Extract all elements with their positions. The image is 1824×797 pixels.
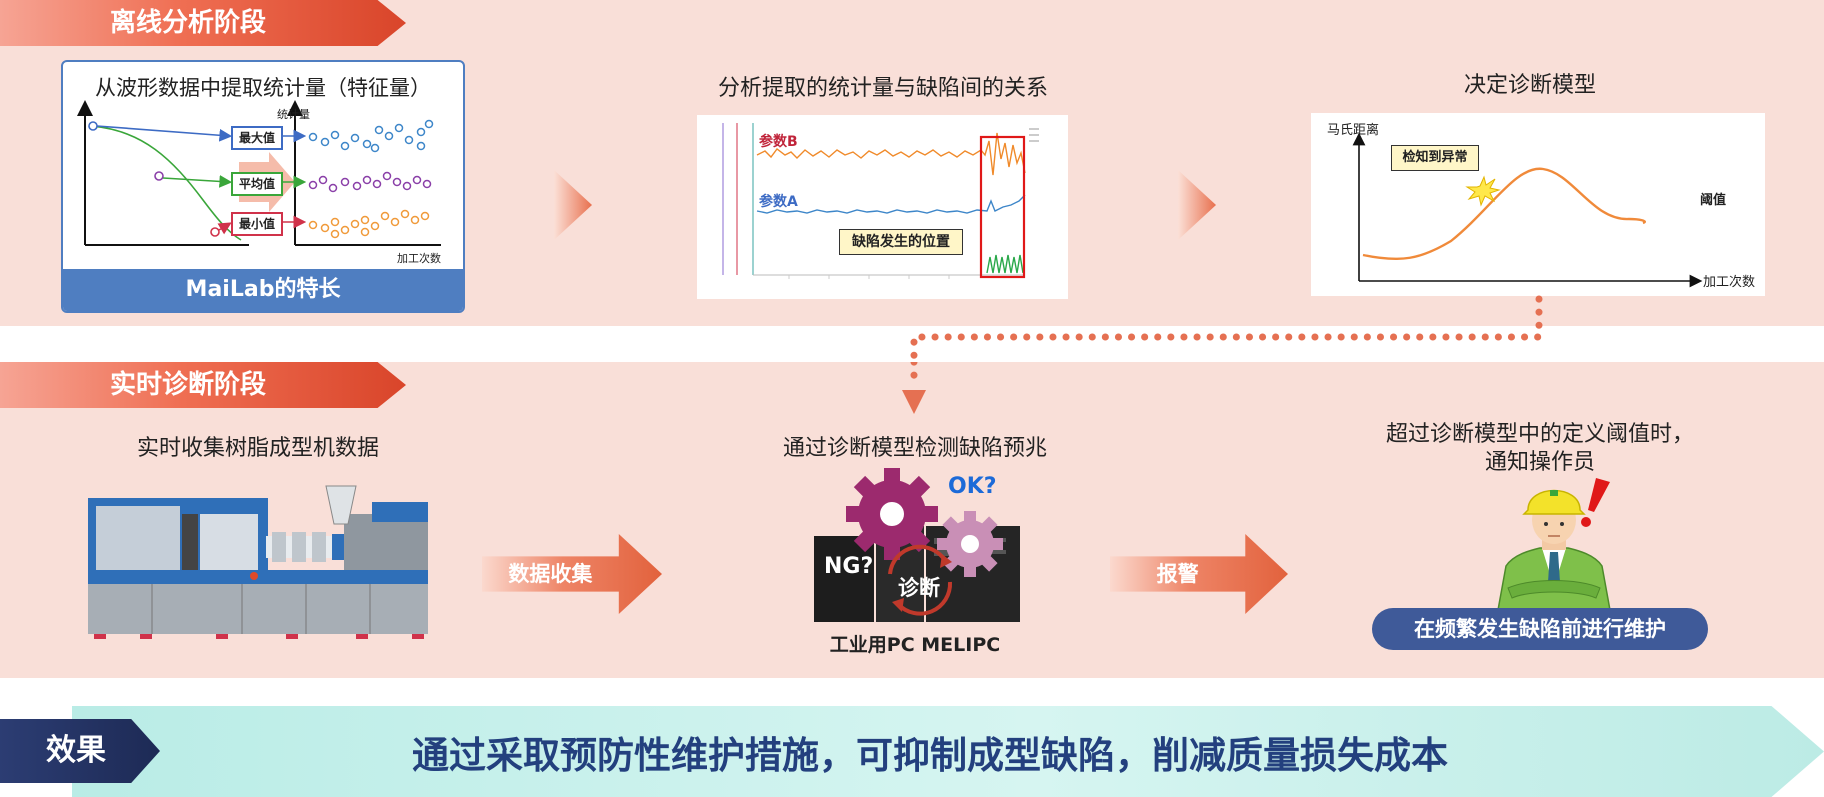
injection-molding-machine-image xyxy=(88,485,428,639)
data-collection-arrow-label: 数据收集 xyxy=(508,562,593,586)
avg-value-tag: 平均值 xyxy=(231,172,283,196)
maintenance-action-pill: 在频繁发生缺陷前进行维护 xyxy=(1372,608,1708,650)
anomaly-detected-callout: 检知到异常 xyxy=(1391,145,1479,171)
param-b-label: 参数B xyxy=(759,134,798,150)
diagnostic-model-chart: 马氏距离 加工次数 检知到异常 阈值 xyxy=(1311,113,1765,296)
notify-operator-title-line1: 超过诊断模型中的定义阈值时， xyxy=(1385,422,1694,447)
alarm-arrow-label: 报警 xyxy=(1156,562,1199,586)
waveform-avg-point xyxy=(154,171,164,181)
ok-question-label: OK? xyxy=(948,474,997,499)
threshold-label: 阈值 xyxy=(1700,193,1727,208)
mahalanobis-curve xyxy=(1362,167,1646,261)
anomaly-burst-icon xyxy=(1465,175,1501,207)
feature-extraction-diagram xyxy=(77,100,441,246)
mailab-feature-footer: MaiLab的特长 xyxy=(63,269,463,311)
melipc-device-label: 工业用PC MELIPC xyxy=(829,634,1001,656)
diagnosis-cycle-icon xyxy=(888,544,953,616)
ng-question-label: NG? xyxy=(824,554,874,579)
secondary-gear-icon xyxy=(937,511,1003,577)
min-value-tag: 最小值 xyxy=(231,212,283,236)
effect-statement: 通过采取预防性维护措施，可抑制成型缺陷，削减质量损失成本 xyxy=(412,734,1448,777)
offline-phase-label: 离线分析阶段 xyxy=(0,0,406,46)
relation-analysis-title: 分析提取的统计量与缺陷间的关系 xyxy=(717,76,1048,101)
max-value-tag: 最大值 xyxy=(231,126,283,150)
stat-axis-label: 统计量 xyxy=(277,108,310,121)
exclamation-icon xyxy=(1581,478,1610,527)
feature-extraction-title: 从波形数据中提取统计量（特征量） xyxy=(95,76,431,100)
realtime-phase-label: 实时诊断阶段 xyxy=(0,362,406,408)
offline-to-realtime-connector xyxy=(902,295,1543,413)
param-a-series xyxy=(756,194,1026,214)
diagnostic-model-title: 决定诊断模型 xyxy=(1463,73,1596,98)
collect-data-title: 实时收集树脂成型机数据 xyxy=(136,436,379,461)
diagnose-label: 诊断 xyxy=(898,576,940,600)
count-axis-label: 加工次数 xyxy=(397,252,441,265)
relation-analysis-chart: 参数B 参数A 缺陷发生的位置 xyxy=(697,115,1068,299)
count-axis-label-model: 加工次数 xyxy=(1703,275,1756,290)
defect-position-callout: 缺陷发生的位置 xyxy=(839,229,963,255)
connector-arrowhead-layer xyxy=(902,362,926,414)
effect-label: 效果 xyxy=(0,719,160,783)
effect-band xyxy=(72,706,1824,797)
detect-defect-title: 通过诊断模型检测缺陷预兆 xyxy=(782,436,1047,461)
notify-operator-title-line2: 通知操作员 xyxy=(1484,450,1595,475)
param-a-label: 参数A xyxy=(759,194,798,210)
melipc-diagnosis-image xyxy=(814,468,1020,622)
param-b-series xyxy=(756,132,1026,176)
operator-image xyxy=(1497,489,1611,610)
defect-region-highlight xyxy=(979,135,1026,279)
feature-extraction-panel: 从波形数据中提取统计量（特征量） xyxy=(61,60,465,313)
mahalanobis-axis-label: 马氏距离 xyxy=(1327,123,1380,138)
